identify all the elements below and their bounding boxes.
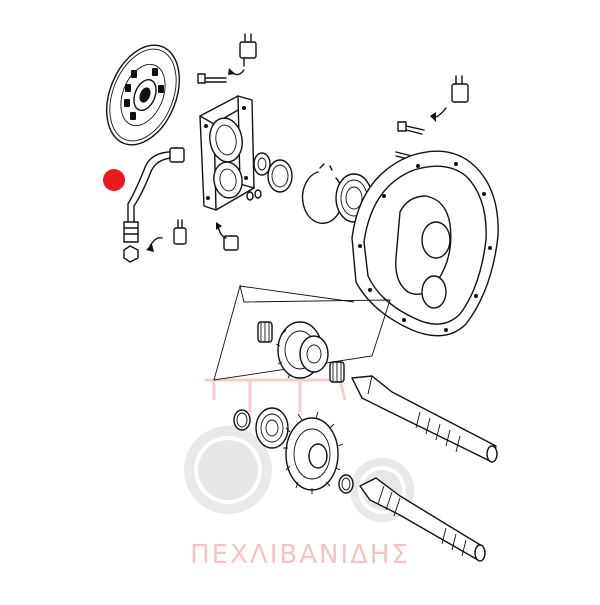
bolt-upper — [197, 73, 227, 84]
needle-bearing-left — [257, 321, 273, 343]
output-shaft — [359, 477, 486, 562]
hydraulic-hose — [123, 147, 185, 263]
ball-bearing-lower — [255, 407, 289, 449]
electrical-connector-lower — [216, 222, 239, 251]
watermark-brand-text: ΠΕΧΛΙΒΑΝΙΔΗΣ — [190, 540, 410, 570]
oil-seal — [253, 152, 271, 176]
watermark-tractor-icon — [205, 378, 347, 412]
o-ring-small — [246, 189, 262, 201]
assembly-leader-lines — [213, 284, 391, 381]
electrical-connector-left — [146, 219, 187, 252]
seal-ring-lower — [233, 409, 251, 431]
main-shaft — [351, 375, 498, 463]
watermark-left-wheel-icon — [184, 426, 272, 514]
gearbox-cover-housing — [351, 150, 499, 337]
gear-lower — [283, 411, 344, 494]
electrical-connector-right — [430, 75, 469, 122]
red-dot-marker — [103, 169, 125, 191]
bolt-right — [397, 121, 425, 135]
clutch-disc — [106, 44, 180, 146]
electrical-connector-top — [228, 33, 257, 76]
spacer-ring — [267, 159, 293, 193]
gear-upper — [275, 321, 329, 379]
needle-bearing-right — [329, 361, 345, 383]
snap-ring-lower — [338, 474, 354, 494]
pump-housing-plate — [199, 95, 255, 211]
